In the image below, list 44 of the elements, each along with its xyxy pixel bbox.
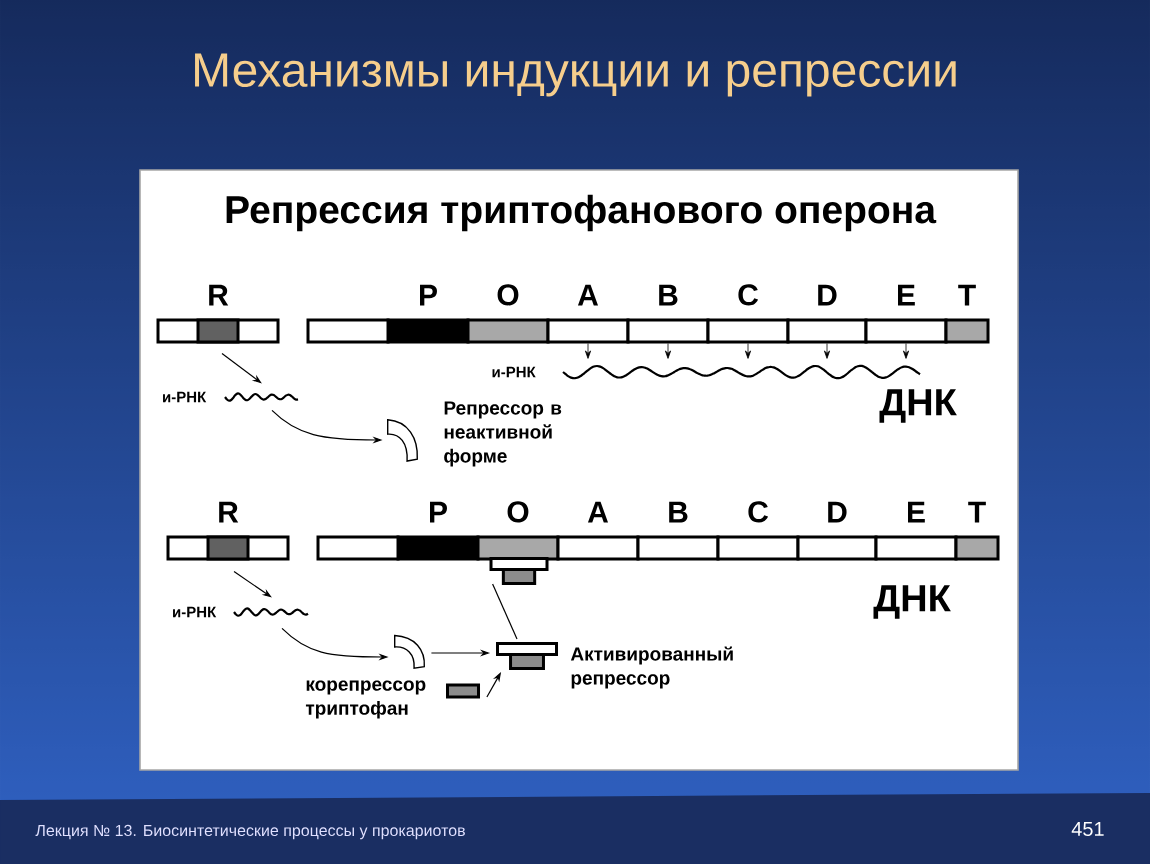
- dna-label: ДНК: [873, 585, 951, 619]
- node-label: P: [420, 284, 437, 306]
- footer-text: Лекция № 13. Биосинтетические процессы у прокариотов: [35, 824, 465, 840]
- node-label: A: [587, 501, 609, 523]
- repressor-shape: [394, 634, 425, 669]
- node-label: B: [669, 501, 688, 523]
- node-label: O: [507, 501, 529, 523]
- node-label: E: [908, 501, 925, 523]
- node-label: D: [818, 284, 837, 306]
- node-label: D: [828, 501, 847, 523]
- label-text: корепрессор триптофан: [305, 680, 426, 719]
- node-label: R: [219, 501, 239, 523]
- arrow: [233, 570, 272, 598]
- arrow: [824, 343, 830, 359]
- slide-title: Механизмы индукции и репрессии: [195, 53, 956, 97]
- gene-bar: R: [166, 501, 290, 561]
- figure-heading: Репрессия триптофанового оперона: [226, 194, 937, 232]
- node-label: T: [958, 284, 976, 306]
- arrow: [665, 343, 671, 359]
- node-label: E: [898, 284, 915, 306]
- node-label: A: [577, 284, 599, 306]
- mrna-strand: и-РНК: [163, 391, 299, 403]
- arrow: [745, 343, 751, 359]
- mrna-strand: и-РНК: [492, 364, 921, 380]
- node-label: P: [430, 501, 447, 523]
- page-number: 451: [1071, 822, 1104, 836]
- gene-bar: R: [156, 284, 280, 344]
- repressor-block: [489, 557, 549, 585]
- node-label: C: [738, 284, 758, 306]
- label-text: Репрессор в неактивной форме: [444, 401, 562, 467]
- mrna-strand: и-РНК: [173, 606, 309, 618]
- label-text: Активированный репрессор: [570, 646, 733, 689]
- gene-segment: [316, 535, 400, 561]
- arrow: [221, 352, 262, 384]
- gene-segment: [306, 318, 390, 344]
- node-label: B: [659, 284, 678, 306]
- gene-segment: P: [396, 501, 480, 561]
- node-label: T: [968, 501, 986, 523]
- node-label: O: [497, 284, 519, 306]
- node-label: R: [209, 284, 229, 306]
- node-label: C: [748, 501, 769, 523]
- arrow: [903, 343, 910, 359]
- dna-label: ДНК: [879, 389, 957, 423]
- arrow: [585, 343, 591, 359]
